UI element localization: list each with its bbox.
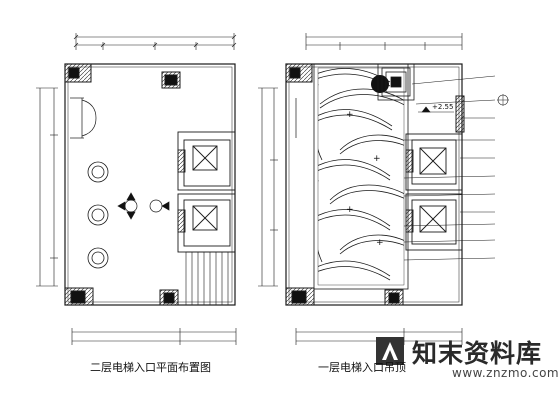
left-staircase: [185, 251, 236, 306]
square-ceiling-light: [377, 63, 415, 101]
right-top-dimensions: [305, 33, 463, 50]
left-outer-wall: [64, 63, 236, 306]
right-plan-caption: 一层电梯入口吊顶: [318, 361, 406, 374]
svg-text:+: +: [373, 154, 381, 164]
annotation-leaders: [403, 75, 496, 261]
left-entrance-door: [70, 97, 97, 139]
watermark-brand: 知末资料库: [412, 339, 543, 368]
svg-text:+: +: [346, 110, 354, 120]
watermark-url: www.znzmo.com: [452, 366, 560, 380]
right-outer-wall: [285, 63, 463, 306]
svg-text:+: +: [346, 205, 354, 215]
left-side-dimensions: [36, 87, 58, 287]
left-plan-caption: 二层电梯入口平面布置图: [90, 361, 211, 374]
svg-text:+: +: [376, 238, 384, 248]
right-elevator-shafts: [405, 133, 463, 251]
right-wall-strip: [455, 95, 465, 133]
wave-ceiling-panel: + + + +: [313, 63, 409, 290]
right-ceiling-plan: + + + + +2.55: [258, 33, 509, 345]
left-planters: [87, 161, 109, 269]
znzmo-logo-icon: [376, 337, 404, 365]
elevation-marker: [418, 106, 454, 113]
left-bottom-dimensions: [71, 328, 237, 345]
right-side-dimensions: [258, 87, 278, 287]
left-axis-markers: [117, 192, 170, 220]
left-floor-plan: [36, 33, 237, 345]
left-top-dimensions: [73, 33, 237, 50]
left-elevator-shafts: [177, 131, 236, 253]
elevation-label: +2.55: [432, 103, 453, 111]
